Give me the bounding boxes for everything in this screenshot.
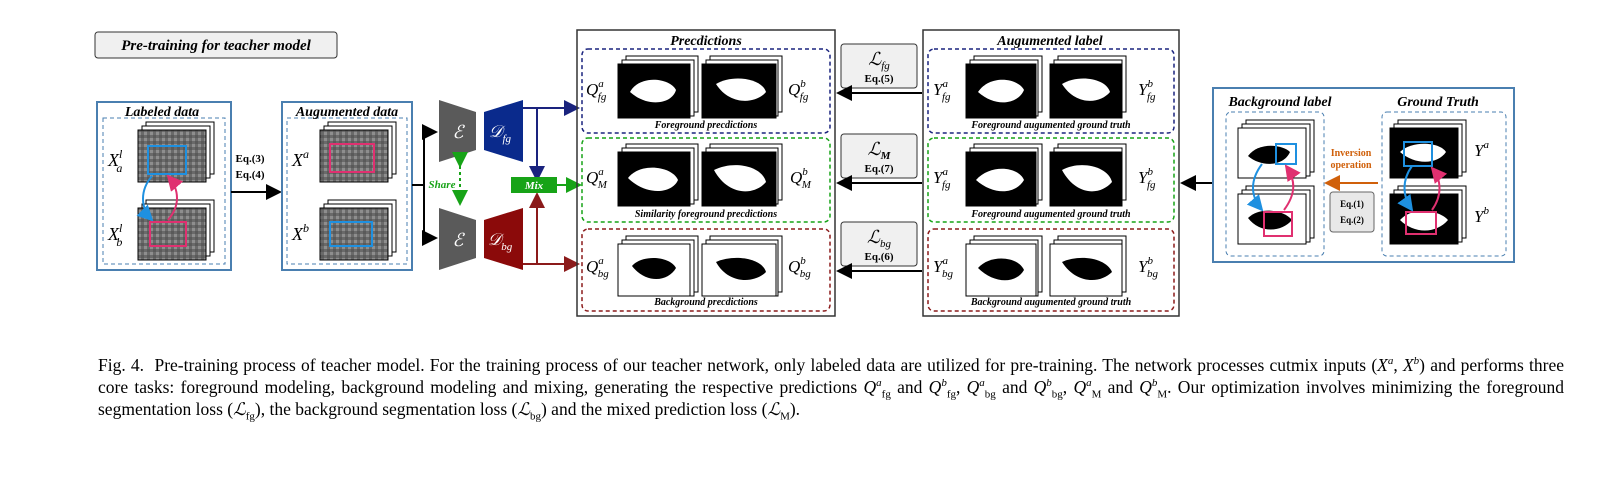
bg-pred-caption: Background precdictions [653,297,758,308]
caption-s6: ). [789,399,801,419]
decoder-bg: 𝒟bg [484,208,523,270]
aug-m-caption: Foreground augumented ground truth [970,209,1131,220]
caption-s2: ) and performs three core tasks: foregro… [98,355,1565,397]
encoder-bottom: ℰ [439,208,476,270]
caption-prefix: Fig. 4. [98,355,145,375]
loss-fg: ℒfg Eq.(5) [836,43,922,101]
mix-label: Mix [524,180,544,192]
labeled-data-title: Labeled data [124,105,199,120]
caption-s4: ), the background segmentation loss ( [254,399,518,419]
gt-title: Ground Truth [1397,95,1479,110]
eq2-label: Eq.(2) [1340,215,1364,225]
figure-caption: Fig. 4. Pre-training process of teacher … [98,355,1565,423]
share-link: Share [429,152,468,206]
inversion-label-2: operation [1330,160,1372,171]
svg-text:ℰ: ℰ [453,230,466,250]
aug-bg-caption: Background augumented ground truth [970,297,1132,308]
bg-label-title: Background label [1227,95,1331,110]
aug-xb-label: Xb [291,221,309,244]
eq4-label: Eq.(4) [235,169,264,181]
caption-s3: . Our optimization involves minimizing t… [98,377,1565,419]
aug-fg-caption: Foreground augumented ground truth [970,120,1131,131]
svg-text:Yb: Yb [1474,205,1489,226]
predictions-title: Precdictions [670,34,742,49]
encoder-top: ℰ [439,100,476,162]
caption-s5: ) and the mixed prediction loss ( [540,399,768,419]
loss-m: ℒM Eq.(7) [836,133,922,191]
augmented-data-title: Augumented data [295,105,398,120]
m-pred-caption: Similarity foreground precdictions [635,209,777,220]
svg-text:Qbfg: Qbfg [788,78,809,103]
eq34-arrow: Eq.(3) Eq.(4) [231,153,282,200]
svg-text:𝒟fg: 𝒟fg [489,122,512,145]
inversion-label-1: Inversion [1331,148,1372,159]
svg-text:ℰ: ℰ [453,122,466,142]
title-text: Pre-training for teacher model [121,38,311,54]
svg-text:Eq.(5): Eq.(5) [864,73,893,85]
svg-text:ℒM: ℒM [868,139,892,162]
decoder-fg: 𝒟fg [484,100,523,162]
svg-text:Qafg: Qafg [586,78,607,103]
svg-text:ℒfg: ℒfg [868,49,890,72]
svg-text:𝒟bg: 𝒟bg [488,230,513,253]
svg-text:Eq.(6): Eq.(6) [864,251,893,263]
svg-text:Qabg: Qabg [586,255,609,280]
ground-truth-panel: Background label Ground Truth Inversion … [1212,87,1515,263]
aug-label-title: Augumented label [996,34,1103,49]
decoder-arrows: Mix [511,100,582,272]
svg-text:ℒbg: ℒbg [867,227,891,250]
aug-xa-label: Xa [291,147,309,170]
eq1-label: Eq.(1) [1340,199,1364,209]
ct-stack-b [137,199,215,261]
share-label: Share [429,179,456,191]
caption-s1: Pre-training process of teacher model. F… [154,355,1378,375]
svg-text:Eq.(7): Eq.(7) [864,163,893,175]
eq3-label: Eq.(3) [235,153,264,165]
loss-bg: ℒbg Eq.(6) [836,221,922,279]
ct-stack-a [137,121,215,183]
pipeline-diagram: Pre-training for teacher model Labeled d… [94,29,1515,317]
svg-text:QbM: QbM [790,166,812,191]
svg-text:QaM: QaM [586,166,608,191]
augmented-data-panel: Augumented data Xa Xb [281,101,413,271]
encoder-branch [412,124,438,246]
fg-pred-caption: Foreground precdictions [654,120,758,131]
svg-text:Qbbg: Qbbg [788,255,811,280]
svg-text:Ya: Ya [1474,139,1489,160]
title-box: Pre-training for teacher model [94,31,338,59]
